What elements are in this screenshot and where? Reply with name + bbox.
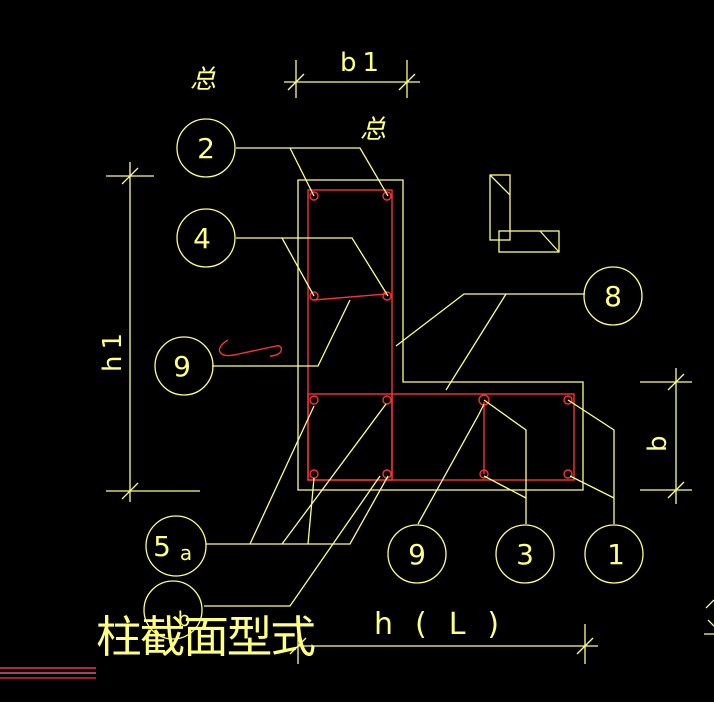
rebar (563, 395, 573, 405)
bubble-9-bottom: 9 (387, 524, 447, 584)
leader-lines (204, 147, 615, 607)
rebar (309, 191, 319, 201)
bubble-9-bottom-label: 9 (408, 538, 426, 571)
bubble-1: 1 (584, 524, 644, 584)
dimension-h1 (106, 162, 200, 502)
layer-lines (0, 667, 96, 679)
stirrup-horizontal-leg (307, 393, 575, 481)
bubble-2-label: 2 (197, 132, 215, 165)
clipped-glyph-edge (704, 599, 714, 635)
label-zong-top: 总 (190, 65, 216, 95)
rebar (563, 469, 573, 479)
bubble-3-label: 3 (516, 538, 534, 571)
bubble-5a: 5 a (145, 515, 207, 577)
bubble-5b-subscript: b (178, 607, 191, 631)
label-zong-mid: 总 (360, 115, 386, 145)
bubble-8: 8 (583, 266, 643, 326)
label-b1: b1 (340, 48, 385, 78)
bubble-5a-label: 5 (153, 530, 171, 563)
bubble-4: 4 (176, 208, 236, 268)
bubble-9-left: 9 (154, 336, 214, 396)
bubble-3: 3 (495, 524, 555, 584)
rebar (382, 395, 392, 405)
rebar (309, 469, 319, 479)
stirrup-vertical-leg (307, 189, 393, 481)
column-outline (297, 179, 584, 491)
label-h-l: h(L) (374, 607, 521, 642)
bubble-1-label: 1 (607, 538, 625, 571)
dimension-b1 (284, 60, 420, 98)
label-h1: h1 (98, 327, 128, 372)
bubble-8-label: 8 (604, 280, 622, 313)
drawing-title: 柱截面型式 (96, 612, 315, 663)
rebar (309, 291, 319, 301)
bubble-5b: b (143, 580, 203, 640)
tie-hook-symbol (218, 339, 283, 357)
dimension-b (640, 368, 692, 504)
tie-bar-top (313, 293, 387, 301)
rebar (479, 469, 489, 479)
bubble-5a-subscript: a (180, 541, 192, 565)
l-shape-icon (489, 174, 560, 253)
bubble-2: 2 (176, 118, 236, 178)
rebar (382, 291, 392, 301)
bubble-9-left-label: 9 (173, 350, 191, 383)
rebar (382, 191, 392, 201)
rebar (309, 395, 319, 405)
dimension-hl (289, 624, 598, 664)
label-b: b (643, 435, 673, 452)
rebar-set (309, 191, 573, 479)
bubble-4-label: 4 (193, 222, 211, 255)
